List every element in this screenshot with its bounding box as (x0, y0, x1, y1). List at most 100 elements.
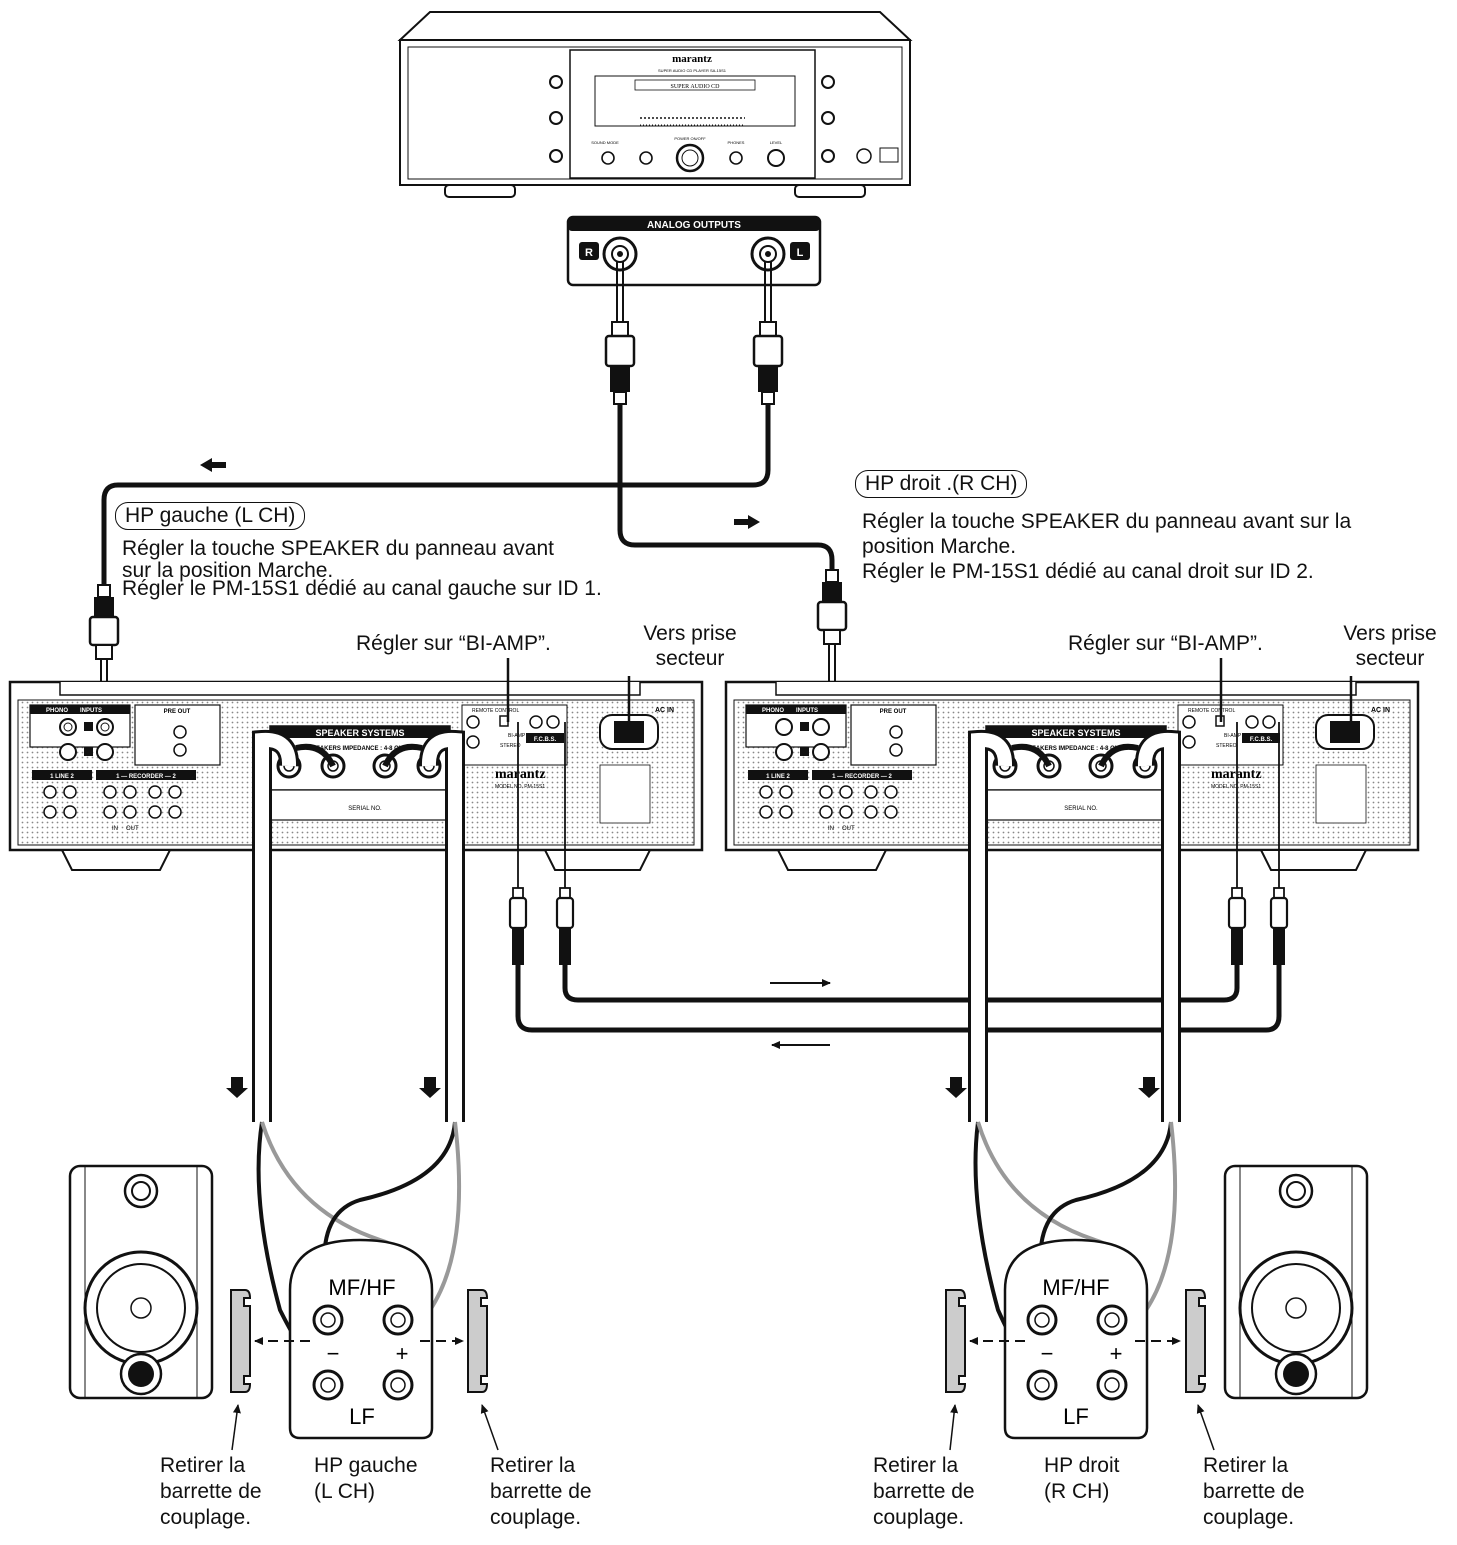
analog-outputs-panel: ANALOG OUTPUTS R L (566, 215, 822, 287)
remove-jumper-2-line1: Retirer la (490, 1454, 576, 1477)
right-speaker-caption-2: (R CH) (1044, 1480, 1110, 1503)
terminal-right-minus: − (1041, 1341, 1054, 1366)
remove-jumper-4-line2: barrette de (1203, 1480, 1305, 1503)
right-mains-line1: Vers prise (1343, 622, 1437, 645)
cd-btn-phones: PHONES (728, 140, 745, 145)
remove-jumper-4-line3: couplage. (1203, 1506, 1295, 1529)
right-bi-amp-label: Régler sur “BI-AMP”. (1068, 632, 1263, 655)
amp-l-out: OUT (126, 826, 139, 832)
left-instruction-1: Régler la touche SPEAKER du panneau avan… (122, 537, 554, 560)
left-mains-line2: secteur (655, 647, 725, 670)
remove-jumper-1-line2: barrette de (160, 1480, 262, 1503)
down-arrows (226, 1077, 1160, 1098)
terminal-panel-right: MF/HF LF − + (1003, 1238, 1149, 1440)
left-mains-line1: Vers prise (643, 622, 737, 645)
analog-out-l-label: L (797, 247, 804, 259)
amp-r-fcbs: F.C.B.S. (1250, 737, 1273, 743)
pointer-lines (506, 658, 1353, 722)
amp-l-acin: AC IN (655, 707, 674, 714)
amp-l-line: 1 LINE 2 (50, 774, 74, 780)
amp-r-stereo: STEREO (1216, 743, 1237, 749)
amp-l-in: IN (112, 826, 118, 832)
remove-jumper-3-line1: Retirer la (873, 1454, 959, 1477)
amp-r-in: IN (828, 826, 834, 832)
right-channel-tag: HP droit .(R CH) (855, 470, 1028, 498)
amp-r-biamp-sw: BI-AMP (1224, 733, 1242, 739)
rca-cables (101, 262, 835, 585)
remove-jumper-4-line1: Retirer la (1203, 1454, 1289, 1477)
terminal-right-lf: LF (1063, 1404, 1089, 1429)
removal-arrows (231, 1337, 1215, 1451)
remove-jumper-1-line3: couplage. (160, 1506, 252, 1529)
amp-r-inputs: INPUTS (796, 708, 818, 714)
terminal-left-mfhf: MF/HF (328, 1275, 395, 1300)
cd-brand: marantz (672, 53, 712, 65)
amp-l-speaker-systems: SPEAKER SYSTEMS (315, 728, 404, 738)
fcbs-cables (515, 722, 1282, 1033)
right-instruction-1: Régler la touche SPEAKER du panneau avan… (862, 510, 1352, 533)
amp-l-phono: PHONO (46, 708, 68, 714)
rca-plug-cd-left (752, 321, 784, 405)
amp-l-inputs: INPUTS (80, 708, 102, 714)
amp-r-line: 1 LINE 2 (766, 774, 790, 780)
arrow-right-icon (734, 515, 760, 529)
left-instruction-3: Régler le PM-15S1 dédié au canal gauche … (122, 577, 602, 600)
cd-btn-power: POWER ON/OFF (674, 136, 706, 141)
jumper-bars (230, 1289, 1207, 1393)
remove-jumper-1-line1: Retirer la (160, 1454, 246, 1477)
right-speaker-caption-1: HP droit (1044, 1454, 1120, 1477)
amplifier-right: PHONO INPUTS PRE OUT 1 LINE 2 1 — RECORD… (724, 680, 1420, 871)
amplifier-left: PHONO INPUTS PRE OUT 1 LINE 2 1 — RECORD… (8, 680, 704, 871)
amp-l-biamp-sw: BI-AMP (508, 733, 526, 739)
amp-l-recorder: 1 — RECORDER — 2 (116, 774, 176, 780)
terminal-left-minus: − (327, 1341, 340, 1366)
amp-r-acin: AC IN (1371, 707, 1390, 714)
amp-l-fcbs: F.C.B.S. (534, 737, 557, 743)
analog-out-r-label: R (585, 247, 593, 259)
right-mains-line2: secteur (1355, 647, 1425, 670)
remove-jumper-3-line2: barrette de (873, 1480, 975, 1503)
left-instruction-2: sur la position Marche. (122, 559, 334, 582)
remove-jumper-2-line2: barrette de (490, 1480, 592, 1503)
rca-plug-cd-right (604, 321, 636, 405)
remove-jumper-3-line3: couplage. (873, 1506, 965, 1529)
terminal-left-plus: + (396, 1341, 409, 1366)
remove-jumper-2-line3: couplage. (490, 1506, 582, 1529)
amp-r-speaker-systems: SPEAKER SYSTEMS (1031, 728, 1120, 738)
cd-btn-level: LEVEL (770, 140, 783, 145)
amp-r-phono: PHONO (762, 708, 784, 714)
amp-r-serial: SERIAL NO. (1064, 806, 1098, 812)
fcbs-plugs (508, 887, 1289, 965)
amp-l-stereo: STEREO (500, 743, 521, 749)
analog-outputs-title: ANALOG OUTPUTS (647, 220, 741, 231)
left-speaker-caption-1: HP gauche (314, 1454, 418, 1477)
left-speaker-caption-2: (L CH) (314, 1480, 376, 1503)
rca-plug-amp-left (88, 584, 120, 712)
amp-l-preout: PRE OUT (164, 709, 191, 715)
speaker-left (68, 1164, 214, 1400)
left-bi-amp-label: Régler sur “BI-AMP”. (356, 632, 551, 655)
amp-l-remote: REMOTE CONTROL (472, 708, 519, 714)
amp-l-impedance: SPEAKERS IMPEDANCE : 4-8 OHMS (308, 746, 412, 752)
amp-r-out: OUT (842, 826, 855, 832)
terminal-right-plus: + (1110, 1341, 1123, 1366)
amp-r-impedance: SPEAKERS IMPEDANCE : 4-8 OHMS (1024, 746, 1128, 752)
right-instruction-2: position Marche. (862, 535, 1017, 558)
terminal-right-mfhf: MF/HF (1042, 1275, 1109, 1300)
speaker-right (1223, 1164, 1369, 1400)
amp-r-preout: PRE OUT (880, 709, 907, 715)
cd-btn-sound: SOUND MODE (591, 140, 619, 145)
left-channel-tag: HP gauche (L CH) (115, 502, 306, 530)
cd-display-text: SUPER AUDIO CD (670, 84, 720, 90)
right-instruction-3: Régler le PM-15S1 dédié au canal droit s… (862, 560, 1314, 583)
cd-player: marantz SUPER AUDIO CD PLAYER SA-15S1 SU… (397, 11, 913, 198)
terminal-left-lf: LF (349, 1404, 375, 1429)
arrow-left-icon (200, 458, 226, 472)
amp-l-model: MODEL NO. PM-15S1 (495, 784, 545, 790)
amp-r-recorder: 1 — RECORDER — 2 (832, 774, 892, 780)
terminal-panel-left: MF/HF LF − + (288, 1238, 434, 1440)
amp-l-brand: marantz (495, 767, 546, 782)
cd-model: SUPER AUDIO CD PLAYER SA-15S1 (658, 68, 727, 73)
amp-l-serial: SERIAL NO. (348, 806, 382, 812)
